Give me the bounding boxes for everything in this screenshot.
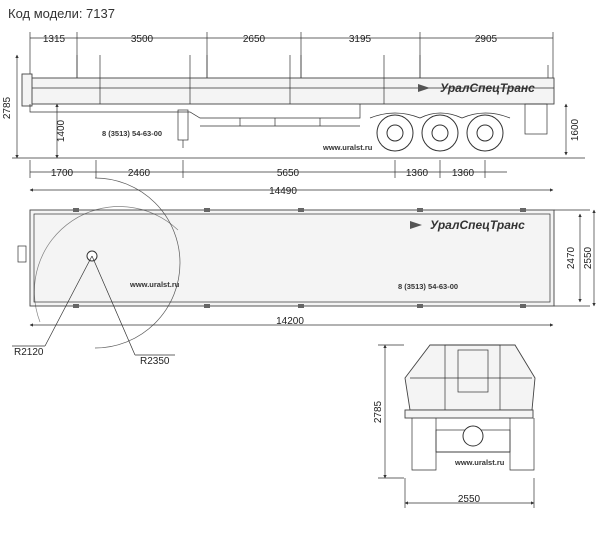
rear-view: www.uralst.ru 2785 2550 xyxy=(373,344,536,508)
landing-gear xyxy=(177,109,189,141)
top-stake-pockets xyxy=(73,208,526,308)
top-width-outer-dim: 2550 xyxy=(583,246,594,269)
bottom-dim-5: 1360 xyxy=(452,168,475,179)
front-board xyxy=(21,73,33,107)
radius-rear-label: R2350 xyxy=(140,356,170,367)
top-dim-4: 3195 xyxy=(349,34,372,45)
top-dim-3: 2650 xyxy=(243,34,266,45)
rear-height-dim: 2785 xyxy=(373,400,384,423)
top-brand-logo: УралСпецТранс xyxy=(430,218,525,232)
side-rear-height-dim: 1600 xyxy=(570,118,581,141)
side-logo-icon xyxy=(418,84,430,92)
top-platform xyxy=(29,209,555,307)
top-length-dim: 14200 xyxy=(276,316,304,327)
rear-bumper xyxy=(524,103,548,135)
side-stakes xyxy=(76,55,549,80)
chassis-frame xyxy=(29,104,361,119)
side-website: www.uralst.ru xyxy=(322,143,373,152)
top-dim-5: 2905 xyxy=(475,34,498,45)
side-brand-logo: УралСпецТранс xyxy=(440,81,535,95)
top-website: www.uralst.ru xyxy=(129,280,180,289)
rear-front-board xyxy=(404,344,536,411)
top-view: R2120 R2350 УралСпецТранс www.uralst.ru … xyxy=(12,177,596,367)
side-view: 1315 3500 2650 3195 2905 xyxy=(2,32,585,197)
bottom-dim-1: 1700 xyxy=(51,168,74,179)
bottom-dim-2: 2460 xyxy=(128,168,151,179)
model-code-label: Код модели: 7137 xyxy=(8,6,115,21)
side-height-dim: 2785 xyxy=(2,96,13,119)
bottom-dim-4: 1360 xyxy=(406,168,429,179)
top-phone: 8 (3513) 54-63-00 xyxy=(398,282,458,291)
side-deck-height-dim: 1400 xyxy=(56,119,67,142)
bottom-dim-3: 5650 xyxy=(277,168,300,179)
side-wheels xyxy=(376,114,504,152)
rear-deck xyxy=(404,409,534,419)
radius-front-label: R2120 xyxy=(14,347,44,358)
top-dim-1: 1315 xyxy=(43,34,66,45)
top-dim-2: 3500 xyxy=(131,34,154,45)
rear-width-dim: 2550 xyxy=(458,494,481,505)
overall-length-dim: 14490 xyxy=(269,186,297,197)
top-width-inner-dim: 2470 xyxy=(566,246,577,269)
rear-website: www.uralst.ru xyxy=(454,458,505,467)
side-panel-dividers xyxy=(99,78,385,104)
top-logo-icon xyxy=(410,221,422,229)
side-phone: 8 (3513) 54-63-00 xyxy=(102,129,162,138)
side-platform xyxy=(29,77,555,105)
